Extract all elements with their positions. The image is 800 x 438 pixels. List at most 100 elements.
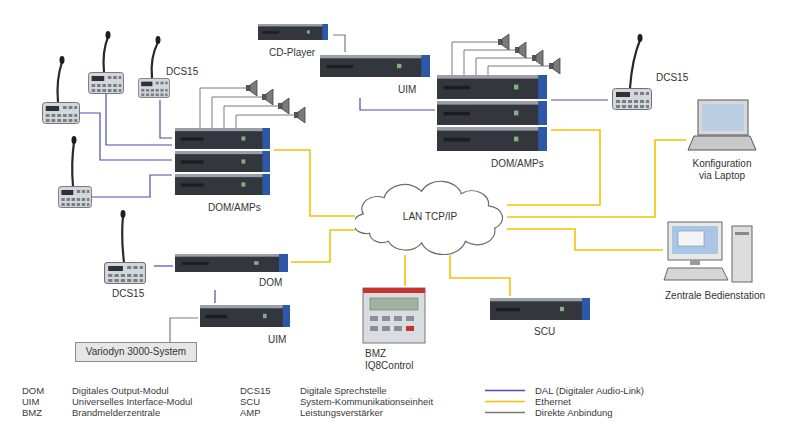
legend-line xyxy=(485,401,525,403)
node-label: DCS15 xyxy=(656,72,688,84)
speaker-wires xyxy=(200,42,549,128)
node-label: Variodyn 3000-System xyxy=(76,346,196,358)
drive-slot xyxy=(735,232,749,235)
label-holder: BMZ xyxy=(22,407,42,418)
abbreviation: BMZ xyxy=(22,407,42,418)
node-label: LAN TCP/IP xyxy=(355,211,505,223)
legend-entry: DAL (Digitaler Audio-Link) xyxy=(485,385,644,396)
gooseneck xyxy=(72,142,74,186)
ethernet-link xyxy=(274,150,355,216)
label-holder: Zentrale Bedienstation xyxy=(665,290,765,302)
direct-link xyxy=(170,318,198,342)
node-label: DCS15 xyxy=(166,66,198,78)
panel-buttons xyxy=(370,316,414,331)
speaker-symbol xyxy=(262,89,273,105)
fire-panel xyxy=(363,288,425,343)
abbreviation: AMP xyxy=(240,407,261,418)
abbreviation-meaning: Brandmelderzentrale xyxy=(72,407,160,418)
label-holder: DOM/AMPs xyxy=(491,158,544,170)
pc-tower xyxy=(732,226,752,282)
rack-unit xyxy=(437,75,547,99)
legend-text: Direkte Anbindung xyxy=(535,407,613,418)
screen-window xyxy=(678,231,704,246)
keyboard xyxy=(664,268,728,280)
panel-button xyxy=(382,326,390,331)
rack-unit xyxy=(437,101,547,125)
dal-wire xyxy=(80,113,172,160)
device-stack-node: DOM/AMPs xyxy=(435,72,551,170)
uim-device xyxy=(320,55,430,77)
ethernet-link xyxy=(507,229,663,250)
label-holder: Variodyn 3000-System xyxy=(76,346,196,358)
speaker-symbol xyxy=(498,34,509,50)
speaker-wire xyxy=(488,66,549,75)
laptop-screen xyxy=(698,100,748,135)
legend-line xyxy=(485,390,525,392)
label-holder: DCS15 xyxy=(656,72,688,84)
dal-link xyxy=(160,100,172,138)
label-holder: UIM xyxy=(398,84,416,96)
mic-head xyxy=(60,56,65,64)
microphone-node: DCS15 xyxy=(136,38,206,100)
abbreviation: UIM xyxy=(22,396,39,407)
label-holder: SCU xyxy=(534,326,555,338)
label-holder: DCS15 xyxy=(112,288,144,300)
direct-link xyxy=(333,35,345,52)
keypad-base xyxy=(58,187,91,208)
monitor xyxy=(668,222,722,260)
mic-head xyxy=(72,136,77,144)
rack-unit xyxy=(175,151,270,172)
label-holder: DCS15 xyxy=(166,66,198,78)
workstation-node: Zentrale Bedienstation xyxy=(663,218,785,304)
dal-link xyxy=(154,265,173,266)
device-stack-node: DOM/AMPs xyxy=(172,126,274,216)
label-holder: Digitales Output-Modul xyxy=(72,385,169,396)
keypad-base xyxy=(105,263,146,284)
legend-sample xyxy=(485,385,525,396)
ethernet-link xyxy=(507,140,686,217)
node-label: Zentrale Bedienstation xyxy=(665,290,765,302)
laptop-base xyxy=(688,136,756,150)
legend-entry: Ethernet xyxy=(485,396,571,407)
abbreviation: SCU xyxy=(240,396,260,407)
label-holder: Brandmelderzentrale xyxy=(72,407,160,418)
legend-line xyxy=(485,412,525,414)
panel-button xyxy=(406,316,414,321)
abbreviation-meaning: Universelles Interface-Modul xyxy=(72,396,192,407)
label-holder: AMP xyxy=(240,407,261,418)
mic-head xyxy=(638,34,643,42)
label-holder: BMZ xyxy=(365,348,386,360)
microphone-node: DCS15 xyxy=(608,32,694,112)
keypad-base xyxy=(138,78,169,97)
node-label: DOM/AMPs xyxy=(491,158,544,170)
node-label: UIM xyxy=(268,334,286,346)
microphone-node: DCS15 xyxy=(100,210,154,302)
abbreviation: DCS15 xyxy=(240,385,271,396)
abbreviation-meaning: Digitale Sprechstelle xyxy=(300,385,387,396)
speaker-wire xyxy=(212,97,262,128)
label-holder: DOM/AMPs xyxy=(208,202,261,214)
cd-player-device xyxy=(258,24,328,40)
node-label: SCU xyxy=(534,326,555,338)
legend-text: DAL (Digitaler Audio-Link) xyxy=(535,385,644,396)
device-node: UIM xyxy=(198,303,292,347)
dal-wire xyxy=(106,94,172,145)
rack-unit xyxy=(175,128,270,149)
ethernet-link xyxy=(450,255,510,296)
label-holder: UIM xyxy=(22,396,39,407)
speaker-symbol xyxy=(294,107,305,123)
panel-stripe xyxy=(363,288,425,293)
keypad-base xyxy=(613,89,652,110)
speaker-symbol xyxy=(532,50,543,66)
gooseneck xyxy=(122,216,124,262)
node-label: BMZ xyxy=(365,348,386,360)
legend-text: Ethernet xyxy=(535,396,571,407)
dal-wires xyxy=(80,94,172,197)
node-label: DCS15 xyxy=(112,288,144,300)
speaker-wire xyxy=(464,50,515,75)
gooseneck xyxy=(104,37,109,72)
abbreviation: DOM xyxy=(22,385,44,396)
laptop-node: Konfiguration via Laptop xyxy=(686,98,758,186)
label-holder: CD-Player xyxy=(269,47,315,59)
device-node: SCU xyxy=(488,296,592,340)
